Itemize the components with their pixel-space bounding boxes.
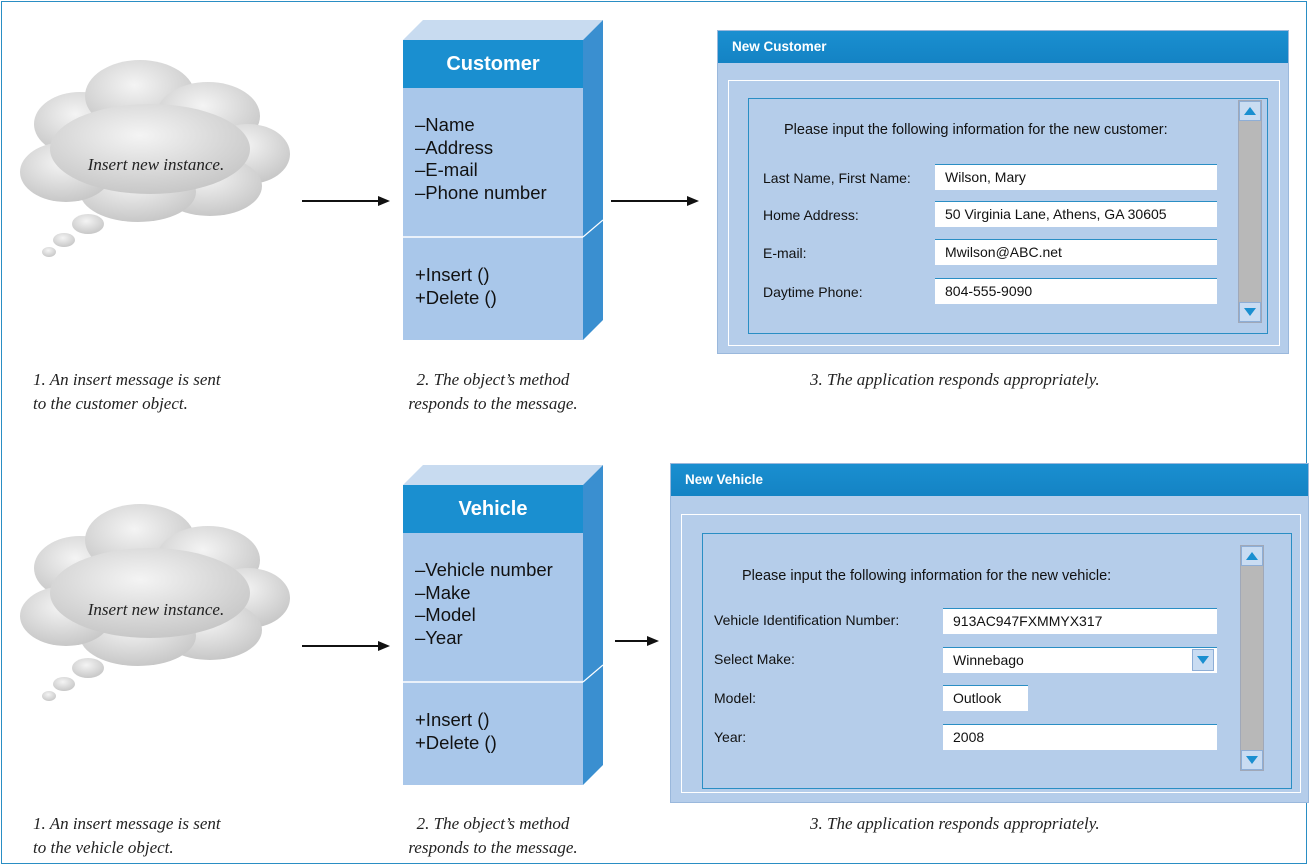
class-name: Customer [446, 53, 540, 75]
new-customer-window: New Customer Please input the following … [718, 31, 1288, 353]
field-label: Home Address: [763, 207, 859, 223]
chevron-down-icon [1197, 656, 1209, 664]
caption-step-1: 1. An insert message is sent to the cust… [33, 368, 221, 416]
caption-line: 3. The application responds appropriatel… [810, 814, 1100, 833]
home-address-input[interactable]: 50 Virginia Lane, Athens, GA 30605 [935, 201, 1217, 227]
triangle-up-icon [1244, 107, 1256, 115]
year-input[interactable]: 2008 [943, 724, 1217, 750]
select-make-dropdown[interactable]: Winnebago [943, 647, 1217, 673]
triangle-down-icon [1244, 308, 1256, 316]
window-outer-border [728, 80, 1280, 346]
class-attribute: –Phone number [415, 181, 547, 203]
caption-step-3: 3. The application responds appropriatel… [810, 368, 1100, 392]
cloud-icon [20, 504, 290, 701]
arrow-icon [615, 636, 659, 646]
class-method: +Insert () [415, 264, 490, 285]
form-prompt: Please input the following information f… [784, 122, 1168, 138]
class-box-shape [403, 20, 603, 340]
cloud-text: Insert new instance. [87, 600, 225, 619]
class-attribute: –Make [415, 581, 471, 603]
cloud-icon [20, 60, 290, 257]
dropdown-arrow-button[interactable] [1192, 649, 1214, 671]
class-attribute: –Year [415, 626, 463, 648]
daytime-phone-input[interactable]: 804-555-9090 [935, 278, 1217, 304]
caption-line: 1. An insert message is sent [33, 814, 221, 833]
vertical-scrollbar[interactable] [1238, 100, 1262, 323]
customer-class-box: Customer –Name –Address –E-mail –Phone n… [403, 20, 603, 345]
field-label: Vehicle Identification Number: [714, 612, 900, 628]
caption-line: to the customer object. [33, 394, 188, 413]
last-first-name-input[interactable]: Wilson, Mary [935, 164, 1217, 190]
form-prompt: Please input the following information f… [742, 568, 1112, 584]
class-methods: +Insert () +Delete () [415, 709, 497, 754]
class-attribute: –Name [415, 114, 475, 135]
field-label: Year: [714, 729, 747, 745]
window-title: New Vehicle [671, 464, 1308, 496]
caption-line: 2. The object’s method [416, 814, 570, 833]
window-inner-panel [702, 533, 1292, 789]
triangle-up-icon [1246, 552, 1258, 560]
class-method: +Delete () [415, 286, 497, 308]
field-label: Daytime Phone: [763, 284, 863, 300]
new-vehicle-window: New Vehicle Please input the following i… [671, 464, 1308, 802]
vehicle-class-box: Vehicle –Vehicle number –Make –Model –Ye… [403, 465, 603, 790]
field-label: Select Make: [714, 651, 795, 667]
caption-step-3: 3. The application responds appropriatel… [810, 812, 1100, 836]
field-label: Last Name, First Name: [763, 170, 911, 186]
class-attributes: –Name –Address –E-mail –Phone number [415, 114, 547, 204]
class-attribute: –Model [415, 604, 476, 625]
class-method: +Insert () [415, 709, 490, 730]
arrow-icon [302, 641, 390, 651]
scroll-up-button[interactable] [1239, 101, 1261, 121]
class-methods: +Insert () +Delete () [415, 264, 497, 309]
caption-line: to the vehicle object. [33, 838, 174, 857]
email-input[interactable]: Mwilson@ABC.net [935, 239, 1217, 265]
arrow-icon [302, 196, 390, 206]
field-label: E-mail: [763, 245, 807, 261]
vin-input[interactable]: 913AC947FXMMYX317 [943, 608, 1217, 634]
class-attributes: –Vehicle number –Make –Model –Year [415, 559, 553, 649]
model-input[interactable]: Outlook [943, 685, 1028, 711]
caption-step-1: 1. An insert message is sent to the vehi… [33, 812, 221, 860]
caption-line: responds to the message. [408, 838, 578, 857]
caption-line: 1. An insert message is sent [33, 370, 221, 389]
window-outer-border [681, 514, 1301, 793]
window-inner-panel [748, 98, 1268, 334]
caption-line: responds to the message. [408, 394, 578, 413]
caption-line: 3. The application responds appropriatel… [810, 370, 1100, 389]
scroll-up-button[interactable] [1241, 546, 1263, 566]
scroll-down-button[interactable] [1239, 302, 1261, 322]
triangle-down-icon [1246, 756, 1258, 764]
caption-step-2: 2. The object’s method responds to the m… [373, 368, 613, 416]
class-name: Vehicle [458, 498, 528, 520]
arrow-icon [611, 196, 699, 206]
class-attribute: –E-mail [415, 159, 478, 180]
window-title: New Customer [718, 31, 1288, 63]
scroll-down-button[interactable] [1241, 750, 1263, 770]
field-label: Model: [714, 690, 757, 706]
class-box-shape [403, 465, 603, 785]
class-method: +Delete () [415, 731, 497, 753]
cloud-text: Insert new instance. [87, 155, 225, 174]
vehicle-row: Insert new instance. Vehicle –Vehicle nu… [0, 443, 1311, 867]
caption-line: 2. The object’s method [416, 370, 570, 389]
caption-step-2: 2. The object’s method responds to the m… [373, 812, 613, 860]
customer-row: Insert new instance. Customer –Name –Add… [0, 0, 1311, 430]
class-attribute: –Vehicle number [415, 559, 553, 580]
vertical-scrollbar[interactable] [1240, 545, 1264, 771]
class-attribute: –Address [415, 136, 494, 158]
